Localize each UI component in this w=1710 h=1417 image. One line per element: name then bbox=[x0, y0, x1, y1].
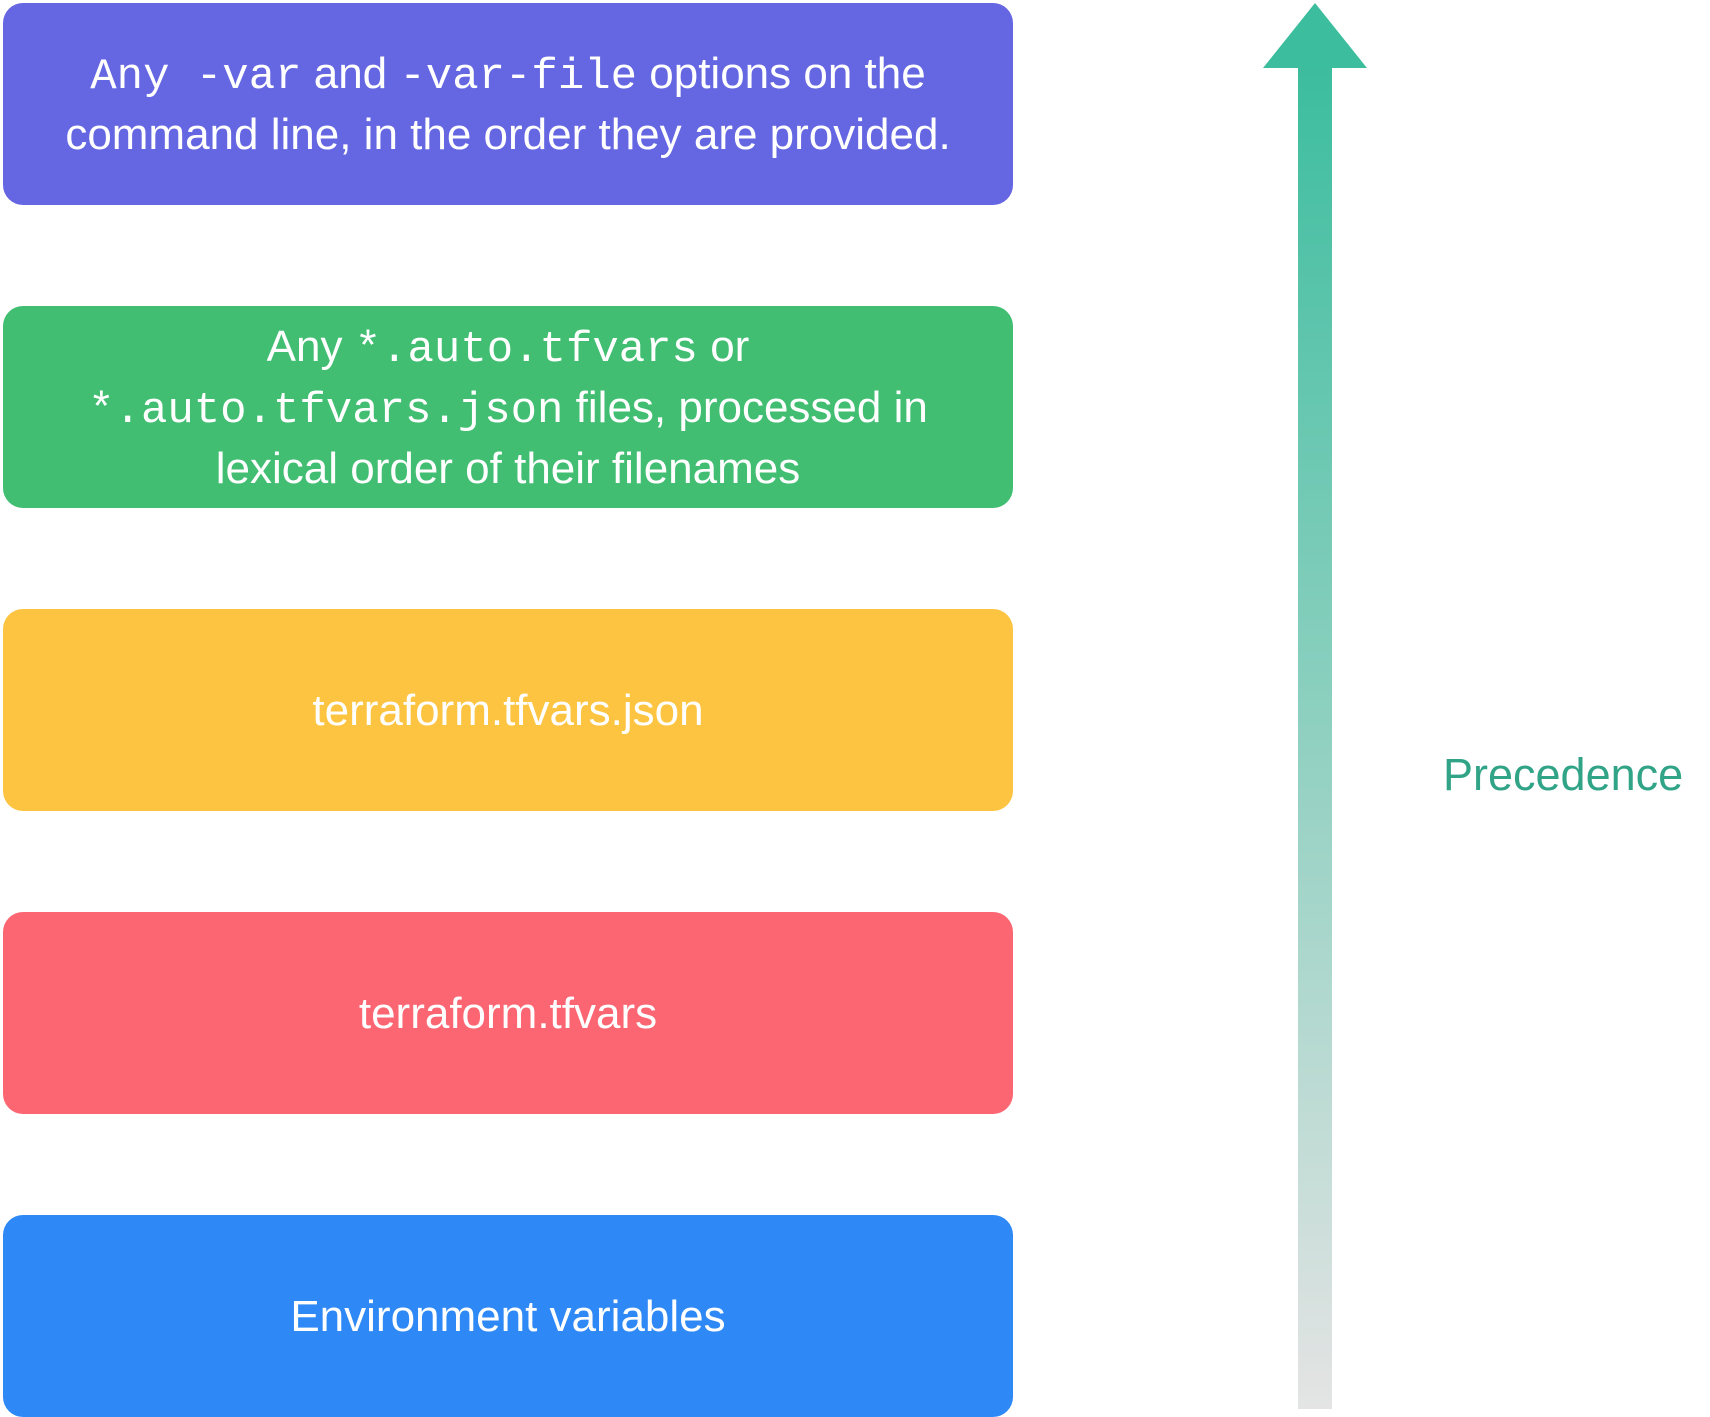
text-fragment: terraform.tfvars.json bbox=[312, 685, 704, 735]
level-tfvars-box: terraform.tfvars bbox=[3, 912, 1013, 1114]
code-fragment: -var-file bbox=[399, 52, 638, 102]
code-fragment: Any -var bbox=[90, 52, 302, 102]
precedence-arrow bbox=[1263, 3, 1367, 1409]
text-fragment: options on the command line, in the orde… bbox=[65, 49, 951, 159]
level-auto-tfvars-box: Any *.auto.tfvars or *.auto.tfvars.json … bbox=[3, 306, 1013, 508]
precedence-arrow-shaft bbox=[1298, 64, 1332, 1409]
level-tfvars-json-text: terraform.tfvars.json bbox=[312, 682, 703, 739]
text-fragment: Any bbox=[266, 321, 355, 371]
code-fragment: *.auto.tfvars bbox=[354, 324, 698, 375]
precedence-label: Precedence bbox=[1443, 749, 1684, 800]
level-env-vars-box: Environment variables bbox=[3, 1215, 1013, 1417]
text-fragment: and bbox=[301, 49, 400, 98]
level-env-vars-text: Environment variables bbox=[290, 1288, 725, 1345]
precedence-arrowhead-icon bbox=[1263, 3, 1367, 68]
level-cli-vars-box: Any -var and -var-file options on the co… bbox=[3, 3, 1013, 205]
level-cli-vars-text: Any -var and -var-file options on the co… bbox=[29, 45, 987, 163]
level-tfvars-text: terraform.tfvars bbox=[359, 985, 657, 1042]
text-fragment: or bbox=[697, 321, 750, 371]
text-fragment: terraform.tfvars bbox=[358, 988, 658, 1038]
level-auto-tfvars-text: Any *.auto.tfvars or *.auto.tfvars.json … bbox=[29, 318, 987, 497]
text-fragment: Environment variables bbox=[290, 1291, 726, 1341]
level-tfvars-json-box: terraform.tfvars.json bbox=[3, 609, 1013, 811]
code-fragment: *.auto.tfvars.json bbox=[88, 385, 564, 436]
text-fragment: files, processed in lexical order of the… bbox=[215, 382, 928, 493]
